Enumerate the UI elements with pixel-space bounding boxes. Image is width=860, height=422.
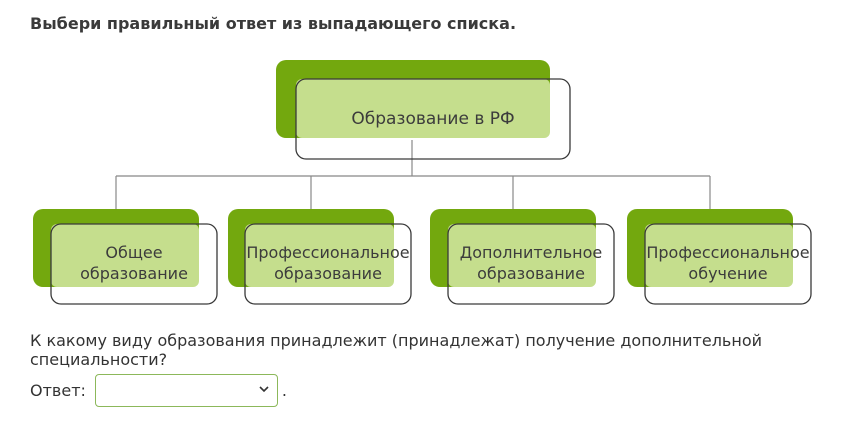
child-node-4 xyxy=(627,209,812,305)
child-node-3 xyxy=(430,209,615,305)
child-node-2-light-block xyxy=(245,224,394,287)
question-text: К какому виду образования принадлежит (п… xyxy=(30,331,762,369)
child-node-3-label: Дополнительное образование xyxy=(459,243,603,283)
root-node-outline xyxy=(295,78,571,160)
education-diagram xyxy=(33,60,812,305)
child-node-2-outline xyxy=(244,223,412,305)
answer-label: Ответ: xyxy=(30,381,86,400)
child-node-4-light-block xyxy=(645,224,793,287)
child-node-2-label: Профессиональное образование xyxy=(246,243,410,283)
child-node-1-label: Общее образование xyxy=(80,243,188,283)
answer-select-wrapper xyxy=(94,374,278,407)
child-node-1-light-block xyxy=(51,224,199,287)
child-node-4-outline xyxy=(644,223,812,305)
root-node xyxy=(276,60,571,160)
child-node-1-outline xyxy=(50,223,218,305)
diagram-connectors xyxy=(115,140,711,209)
answer-row: Ответ: . xyxy=(30,374,287,407)
child-node-1 xyxy=(33,209,218,305)
answer-dropdown[interactable] xyxy=(94,374,278,407)
child-node-4-label: Профессиональное обучение xyxy=(646,243,810,283)
child-node-3-outline xyxy=(447,223,615,305)
root-node-label: Образование в РФ xyxy=(351,108,515,129)
child-node-2 xyxy=(228,209,412,305)
child-node-3-light-block xyxy=(448,224,596,287)
instruction-text: Выбери правильный ответ из выпадающего с… xyxy=(30,14,517,33)
answer-suffix: . xyxy=(281,381,287,400)
root-node-light-block xyxy=(296,79,550,138)
